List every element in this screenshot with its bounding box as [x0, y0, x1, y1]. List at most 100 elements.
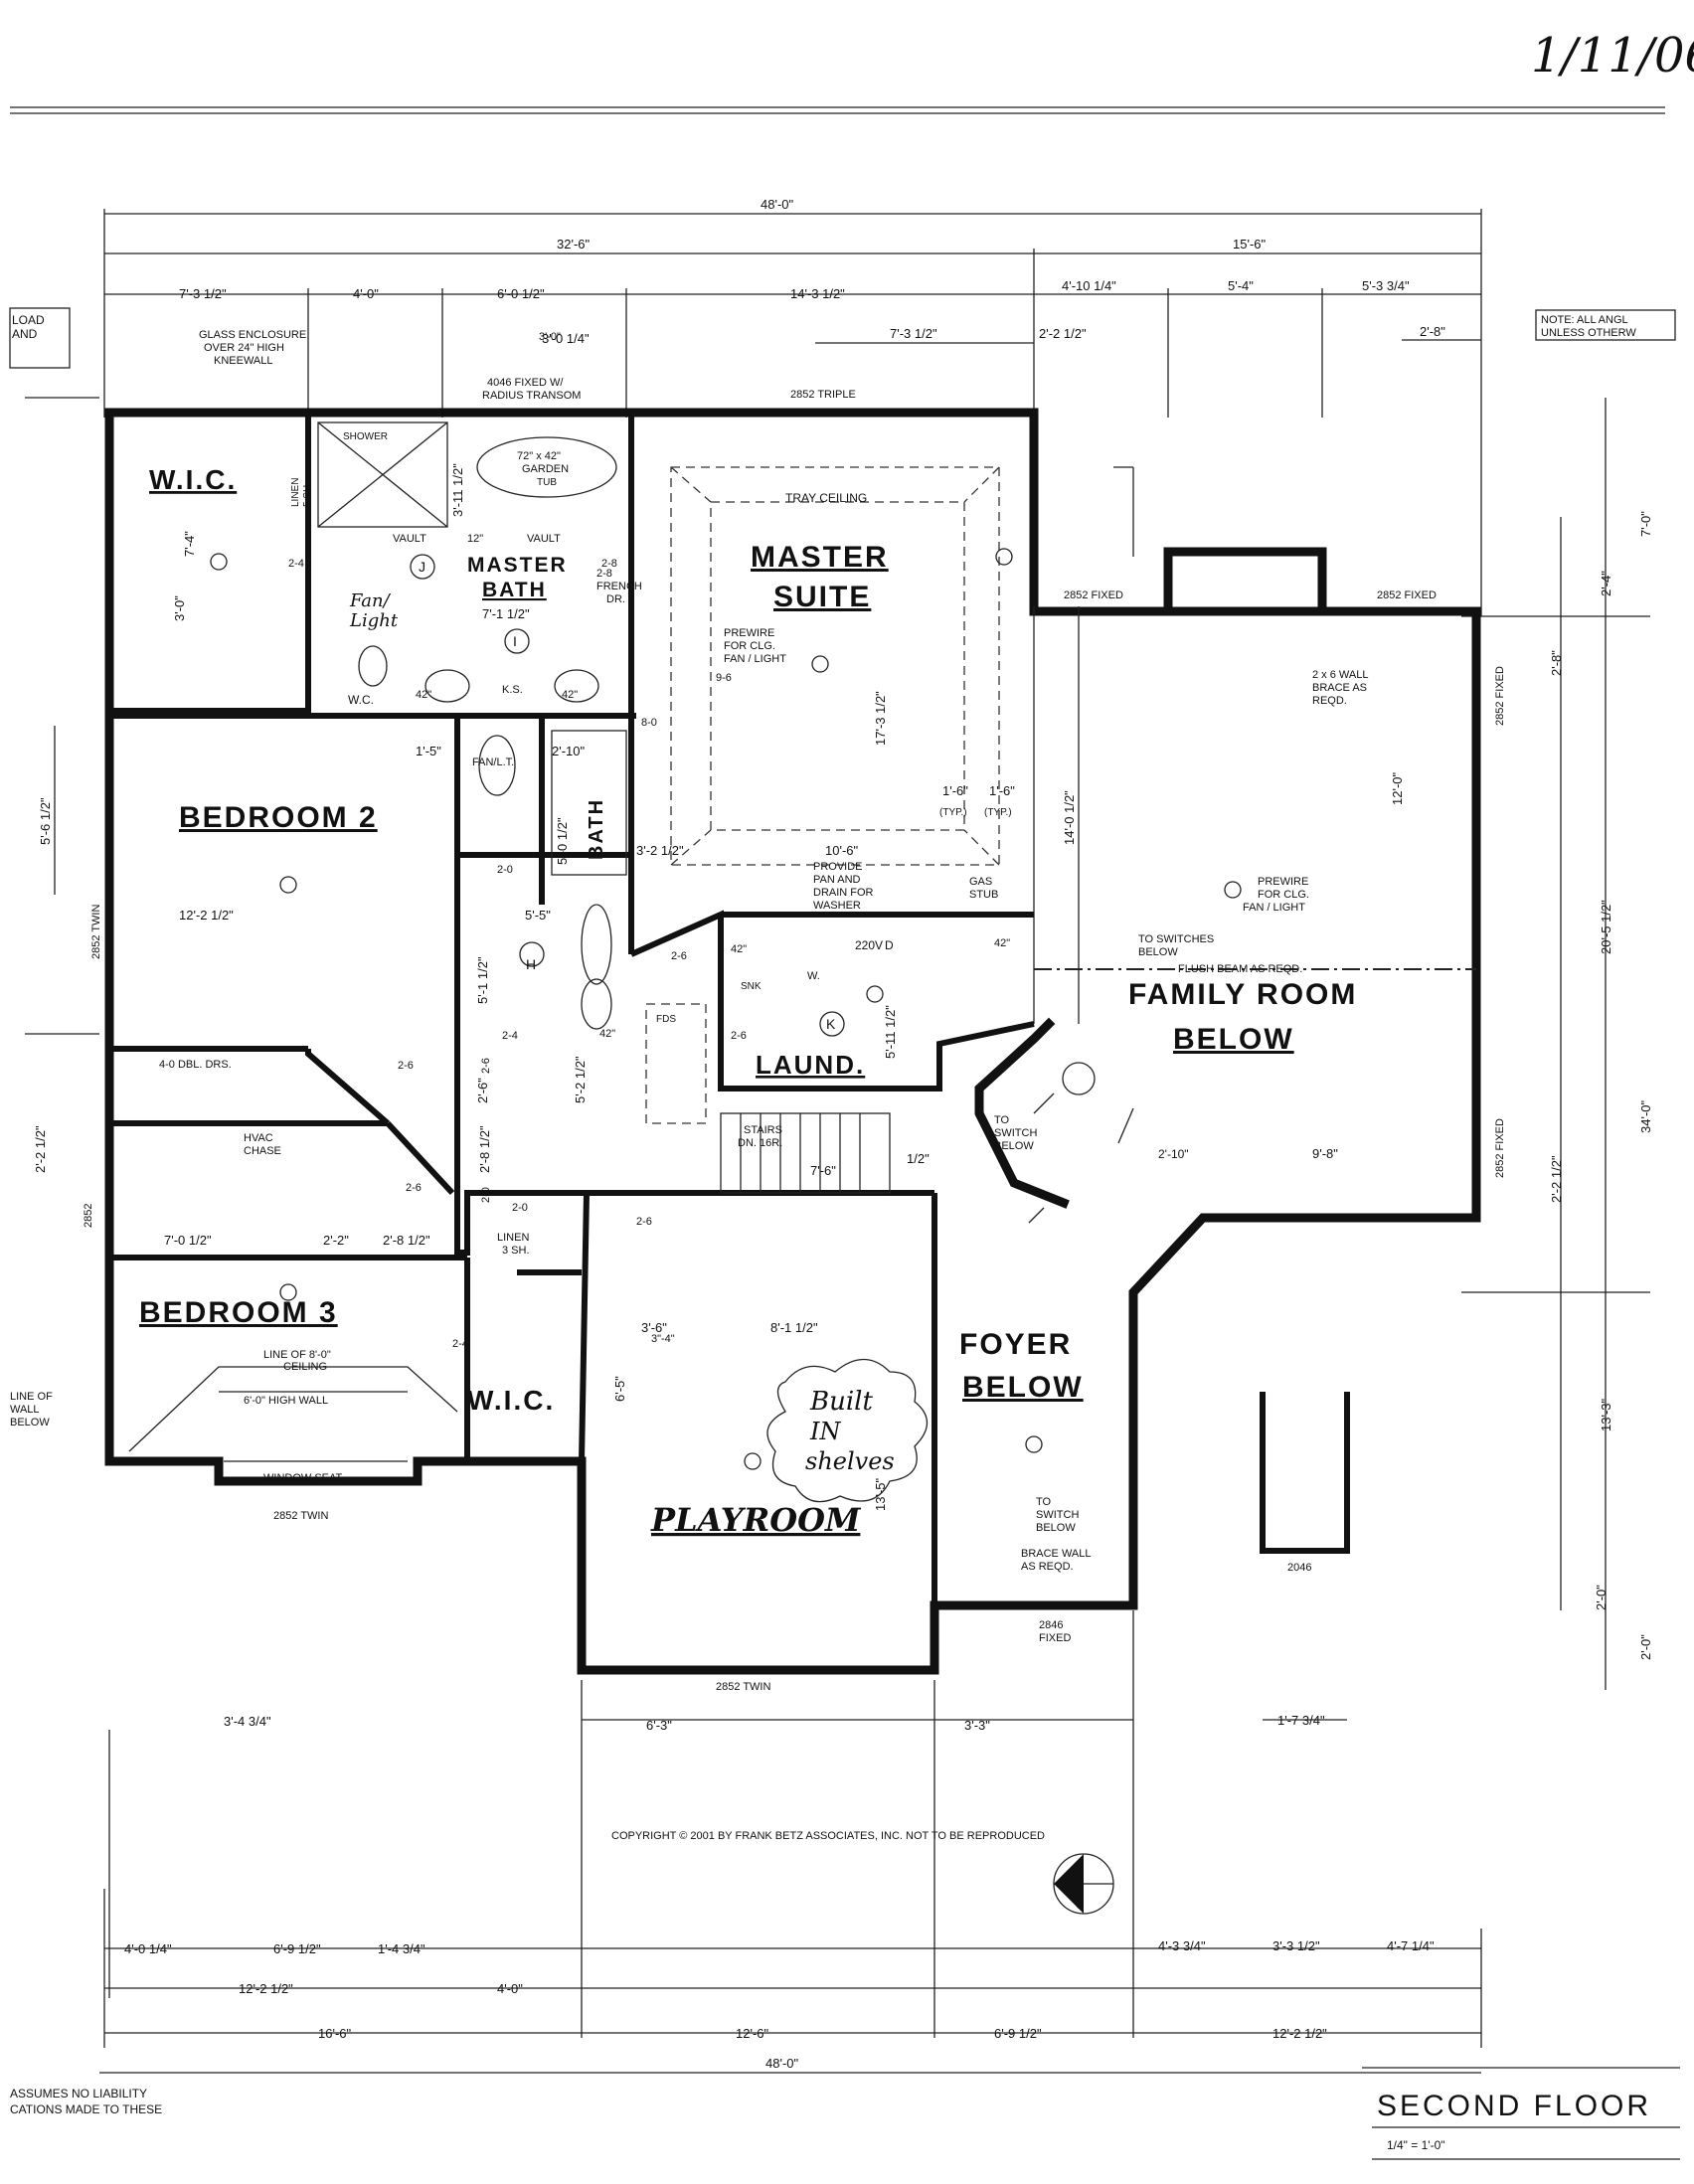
- room-wic-bed3: W.I.C.: [467, 1385, 555, 1416]
- lbl-flush-beam: FLUSH BEAM AS REQD.: [1178, 963, 1302, 975]
- dim-14-3: 14'-3 1/2": [790, 286, 845, 301]
- title-block: SECOND FLOOR 1/4" = 1'-0": [1362, 2067, 1680, 2160]
- note-load: LOAD: [12, 313, 45, 327]
- dim-5-1: 5'-1 1/2": [475, 956, 490, 1004]
- dim-5-3: 5'-3 3/4": [1362, 278, 1410, 293]
- lbl-switch-foyer-2: SWITCH: [1036, 1509, 1079, 1521]
- lbl-switch-foyer-1: TO: [1036, 1496, 1052, 1508]
- lbl-w: W.: [807, 970, 820, 982]
- lbl-typ1: (TYP.): [939, 807, 967, 818]
- lbl-glass-2: OVER 24" HIGH: [204, 342, 284, 354]
- lbl-circle-k: K: [826, 1016, 836, 1032]
- dim-r-2-4: 2'-4": [1599, 571, 1613, 596]
- lbl-pan-4: WASHER: [813, 900, 861, 912]
- lbl-door-2-6c: 2-6: [398, 1060, 414, 1072]
- lbl-door-2-6f: 2-6: [480, 1058, 492, 1074]
- lbl-fds: FDS: [656, 1014, 676, 1025]
- lbl-line-wall-1: LINE OF: [10, 1391, 53, 1403]
- dim-5-2: 5'-2 1/2": [573, 1056, 588, 1103]
- dim-b-1-7: 1'-7 3/4": [1277, 1713, 1325, 1728]
- dim-b-6-3: 6'-3": [646, 1718, 672, 1733]
- dim-2-2: 2'-2 1/2": [1039, 326, 1087, 341]
- handwritten-note: Built IN shelves Fan/ Light: [349, 590, 929, 1503]
- room-master-bath-2: BATH: [482, 579, 547, 601]
- dim-5-4: 5'-4": [1228, 278, 1254, 293]
- lbl-2852-fixed-c: 2852 FIXED: [1494, 666, 1506, 726]
- lbl-door-2-4a: 2-4: [288, 558, 304, 570]
- lbl-prewire-f-3: FAN / LIGHT: [1243, 902, 1305, 914]
- dim-l-5-6: 5'-6 1/2": [38, 797, 53, 845]
- lbl-42e: 42": [562, 689, 578, 701]
- dim-6-0: 6'-0 1/2": [497, 286, 545, 301]
- lbl-2-10: 2'-10": [1158, 1147, 1189, 1161]
- dim-b-4-0: 4'-0": [497, 1981, 523, 1996]
- lbl-pan-2: PAN AND: [813, 874, 861, 886]
- lbl-shower: SHOWER: [343, 431, 388, 442]
- lbl-brace-2: BRACE AS: [1312, 682, 1367, 694]
- dim-3-0-in: 3'-0": [172, 595, 187, 621]
- room-bedroom-2: BEDROOM 2: [179, 801, 378, 834]
- lbl-4046-2: RADIUS TRANSOM: [482, 390, 581, 402]
- dim-l-2-2: 2'-2 1/2": [33, 1125, 48, 1173]
- dim-5-5: 5'-5": [525, 908, 551, 923]
- lbl-brace-1: 2 x 6 WALL: [1312, 669, 1368, 681]
- dim-r-2-0a: 2'-0": [1594, 1585, 1609, 1610]
- lbl-ceiling-2: CEILING: [283, 1361, 327, 1373]
- lbl-switches-1: TO SWITCHES: [1138, 933, 1214, 945]
- room-family-1: FAMILY ROOM: [1128, 978, 1357, 1011]
- lbl-2852-twin-play: 2852 TWIN: [716, 1681, 770, 1693]
- dim-b-3-3h: 3'-3 1/2": [1272, 1938, 1320, 1953]
- dim-r-13-3: 13'-3": [1599, 1398, 1613, 1431]
- lbl-stairs-1: STAIRS: [744, 1124, 782, 1136]
- lbl-door-2-0b: 2-0: [512, 1202, 528, 1214]
- lbl-2852-twin-b3: 2852 TWIN: [273, 1510, 328, 1522]
- lbl-3-4: 3"-4": [651, 1333, 675, 1345]
- room-wic-master: W.I.C.: [149, 464, 237, 495]
- dim-b-3-3: 3'-3": [964, 1718, 990, 1733]
- label-2852-left: 2852: [83, 1204, 94, 1228]
- dim-7-3b: 7'-3 1/2": [890, 326, 937, 341]
- lbl-42a: 42": [416, 689, 431, 701]
- lbl-brace-3: REQD.: [1312, 695, 1347, 707]
- date-label: 1/11/06: [1531, 28, 1694, 84]
- note-fan: Fan/: [349, 590, 392, 611]
- lbl-d: D: [885, 938, 894, 952]
- dim-b-6-9b: 6'-9 1/2": [994, 2026, 1042, 2041]
- lbl-pan-3: DRAIN FOR: [813, 887, 874, 899]
- lbl-2852-fixed-a: 2852 FIXED: [1064, 589, 1123, 601]
- dim-b-3-4: 3'-4 3/4": [224, 1714, 271, 1729]
- drawing-title: SECOND FLOOR: [1377, 2090, 1651, 2122]
- lbl-hvac-1: HVAC: [244, 1132, 273, 1144]
- lbl-typ2: (TYP.): [984, 807, 1012, 818]
- lbl-ks: K.S.: [502, 684, 523, 696]
- lbl-brace-wall-2: AS REQD.: [1021, 1561, 1074, 1573]
- lbl-door-2-6d: 2-6: [406, 1182, 422, 1194]
- bath-fixtures: [317, 421, 627, 1030]
- dim-r-2-0b: 2'-0": [1638, 1634, 1653, 1660]
- dim-6-5: 6'-5": [612, 1376, 627, 1402]
- lbl-circle-j: J: [419, 559, 425, 575]
- note-in: IN: [809, 1418, 841, 1445]
- lbl-door-8-0: 8-0: [641, 717, 657, 729]
- lbl-door-2-0a: 2-0: [497, 864, 513, 876]
- lbl-gas-2: STUB: [969, 889, 998, 901]
- dim-10-6: 10'-6": [825, 843, 859, 858]
- lbl-door-2-4b: 2-4: [502, 1030, 518, 1042]
- lbl-220v: 220V: [855, 938, 883, 952]
- tray-ceiling: [670, 466, 1000, 866]
- lbl-4046-1: 4046 FIXED W/: [487, 377, 564, 389]
- section-number: 6: [1076, 1896, 1084, 1912]
- left-dimensions: 5'-6 1/2" 2'-2 1/2" 2852 TWIN 2852: [25, 397, 102, 1228]
- liability-2: CATIONS MADE TO THESE: [10, 2102, 162, 2116]
- section-marker: 6: [1053, 1062, 1114, 1915]
- lbl-switch-stair-1: TO: [994, 1114, 1010, 1126]
- lbl-tray: TRAY CEILING: [785, 491, 867, 505]
- lbl-vault-r: VAULT: [527, 533, 561, 545]
- dim-3-6: 3'-6": [641, 1320, 667, 1335]
- lbl-linen3-1: LINEN: [497, 1232, 529, 1244]
- dim-32-6: 32'-6": [557, 237, 591, 252]
- dim-7-3: 7'-3 1/2": [179, 286, 227, 301]
- dim-b-1-4: 1'-4 3/4": [378, 1941, 425, 1956]
- lbl-prewire-m-1: PREWIRE: [724, 627, 774, 639]
- lbl-fan-lt: FAN/L.T.: [472, 756, 514, 768]
